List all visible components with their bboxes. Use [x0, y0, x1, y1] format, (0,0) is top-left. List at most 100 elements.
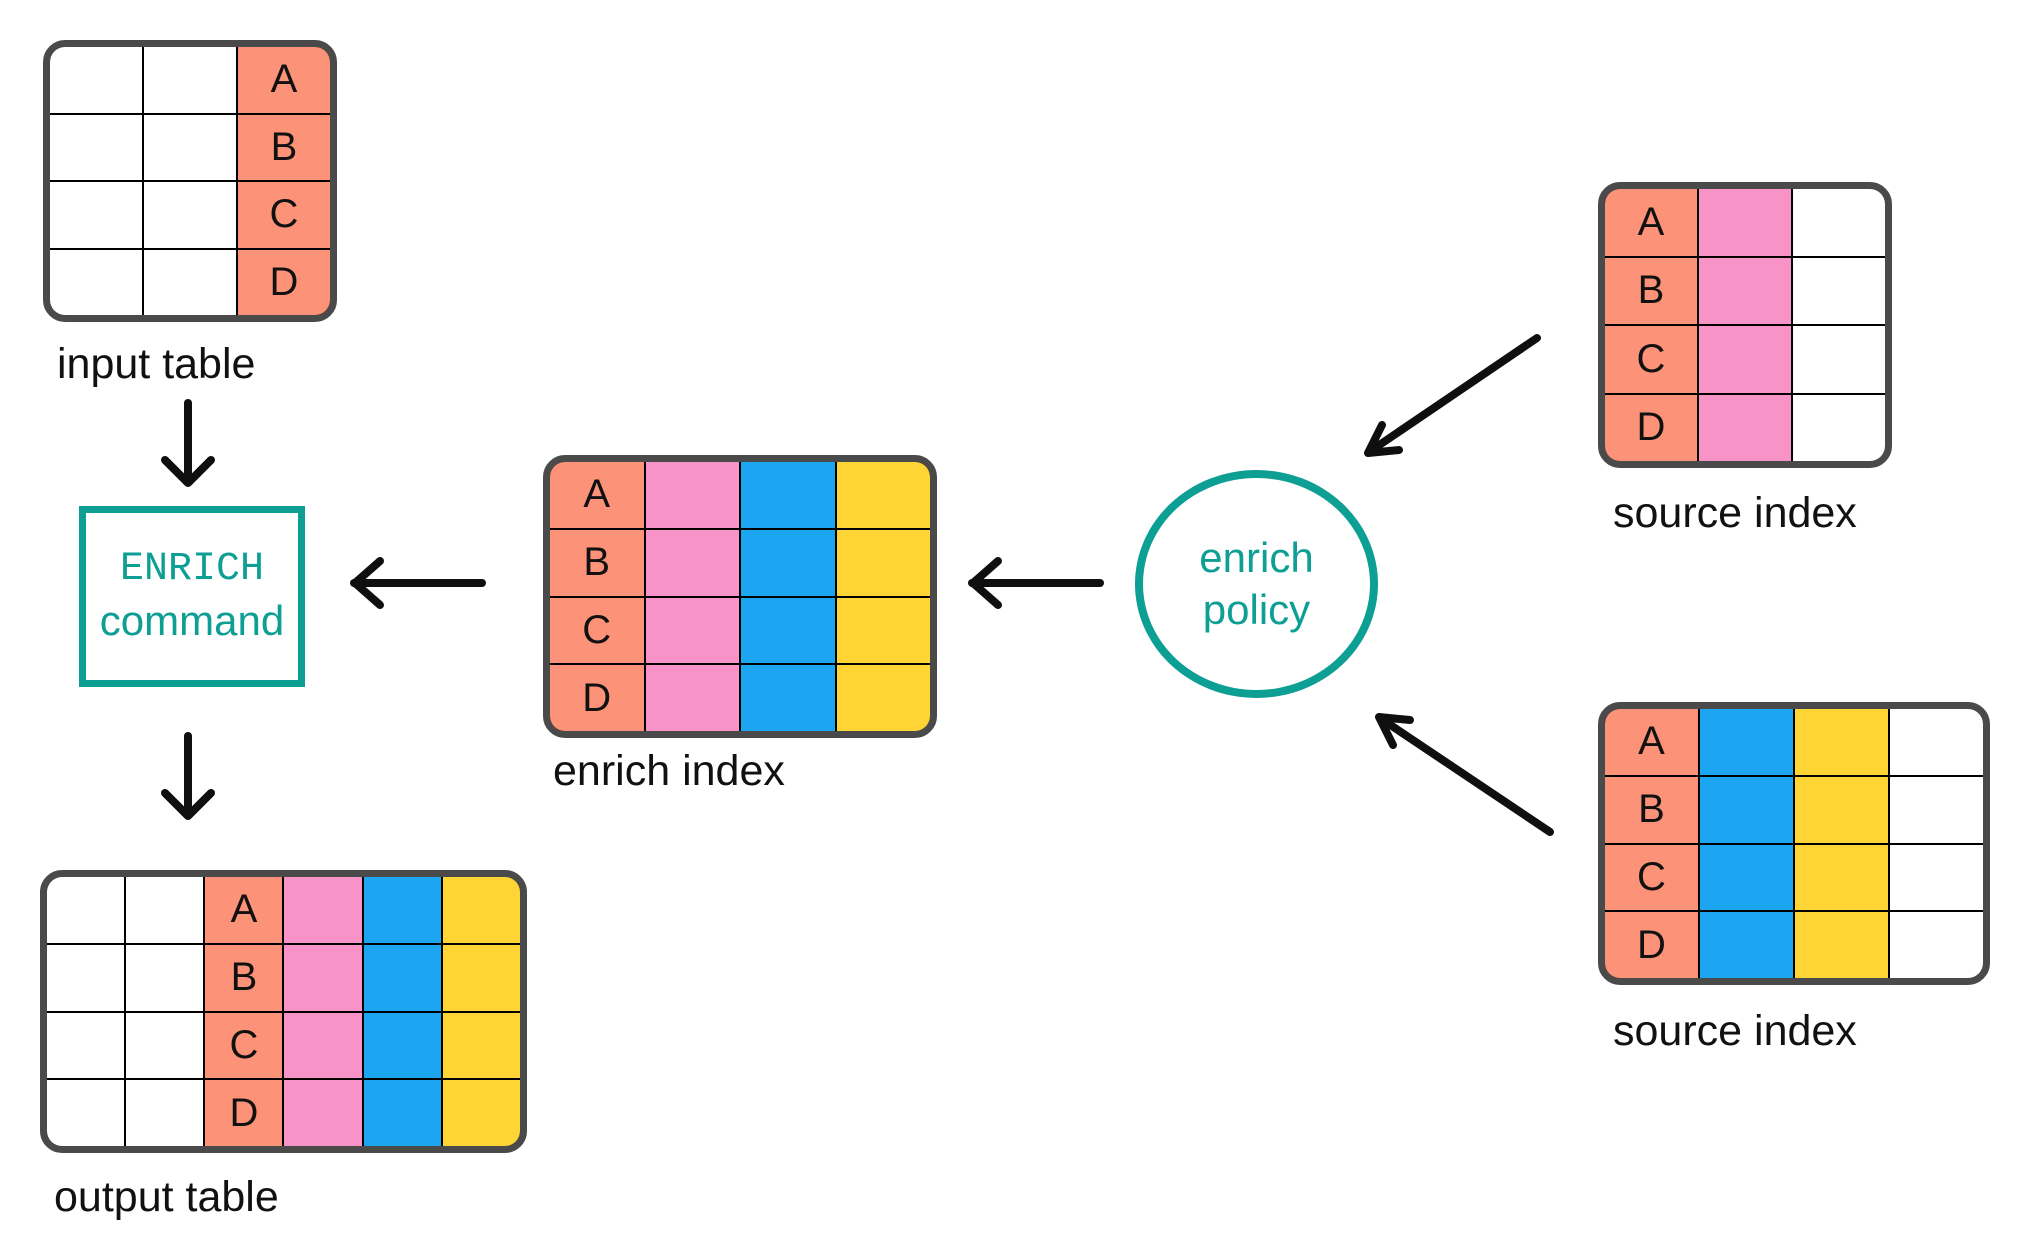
table-cell-key: B [550, 529, 644, 596]
table-cell-key: C [550, 597, 644, 664]
table-cell-key: A [1605, 709, 1698, 775]
table-cell [645, 462, 739, 528]
table-cell [47, 1080, 125, 1146]
arrow-source-top-to-policy [1364, 334, 1541, 457]
enrich-index-label: enrich index [553, 747, 785, 795]
table-cell [1699, 257, 1791, 324]
source-index-bottom-label: source index [1613, 1007, 1857, 1055]
table-cell [1890, 844, 1983, 911]
table-cell-key: A [205, 877, 283, 943]
table-cell-key: D [1605, 912, 1698, 978]
source-index-top-label: source index [1613, 489, 1857, 537]
input-table-label: input table [57, 340, 256, 388]
table-cell [50, 114, 142, 180]
table-cell-key: C [238, 182, 330, 248]
table-cell [126, 1080, 204, 1146]
table-cell [1700, 844, 1793, 911]
output-table: A B C D [40, 870, 527, 1153]
table-cell-key: B [205, 944, 283, 1011]
table-cell [1793, 257, 1885, 324]
table-cell [144, 182, 236, 248]
table-cell [1699, 326, 1791, 393]
table-cell [442, 944, 520, 1011]
table-cell-key: D [205, 1080, 283, 1146]
table-cell [442, 1080, 520, 1146]
arrow-input-to-command [161, 399, 215, 487]
table-cell [50, 249, 142, 315]
table-cell [50, 182, 142, 248]
table-cell-key: A [550, 462, 644, 528]
table-cell-key: B [1605, 776, 1698, 843]
table-cell-key: D [1605, 394, 1697, 461]
table-cell [741, 529, 835, 596]
table-cell [363, 1080, 441, 1146]
table-cell [1700, 709, 1793, 775]
table-cell [1699, 394, 1791, 461]
arrow-policy-to-enrich-index [968, 557, 1104, 609]
table-cell [1793, 189, 1885, 256]
arrow-command-to-output [161, 732, 215, 820]
table-cell-key: C [1605, 326, 1697, 393]
table-cell [1795, 844, 1888, 911]
table-cell [741, 462, 835, 528]
table-cell [50, 47, 142, 113]
arrow-enrich-index-to-command [350, 557, 486, 609]
table-cell [1793, 394, 1885, 461]
table-cell-key: C [1605, 844, 1698, 911]
table-cell [836, 529, 930, 596]
table-cell [126, 1012, 204, 1079]
table-cell-key: D [238, 249, 330, 315]
source-index-top-table: A B C D [1598, 182, 1892, 468]
table-cell [645, 597, 739, 664]
enrich-command-line1: ENRICH [119, 547, 265, 593]
table-cell [47, 1012, 125, 1079]
table-cell [1795, 776, 1888, 843]
table-cell [144, 249, 236, 315]
table-cell [836, 462, 930, 528]
table-cell [144, 114, 236, 180]
table-cell [442, 1012, 520, 1079]
table-cell [284, 1080, 362, 1146]
enrich-command-line2: command [99, 597, 285, 645]
table-cell [1795, 709, 1888, 775]
table-cell-key: D [550, 665, 644, 731]
enrich-command-box: ENRICH command [79, 506, 305, 687]
table-cell [1890, 912, 1983, 978]
source-index-bottom-table: A B C D [1598, 702, 1990, 985]
table-cell-key: B [1605, 257, 1697, 324]
table-cell [363, 944, 441, 1011]
table-cell [126, 877, 204, 943]
table-cell [836, 665, 930, 731]
table-cell [47, 944, 125, 1011]
table-cell [1795, 912, 1888, 978]
table-cell [363, 1012, 441, 1079]
table-cell [284, 1012, 362, 1079]
enrich-index-table: A B C D [543, 455, 937, 738]
table-cell [1890, 709, 1983, 775]
table-cell [741, 665, 835, 731]
table-cell-key: A [238, 47, 330, 113]
table-cell [1700, 912, 1793, 978]
table-cell [442, 877, 520, 943]
table-cell [363, 877, 441, 943]
arrow-source-bottom-to-policy [1375, 713, 1554, 836]
table-cell [1699, 189, 1791, 256]
table-cell [645, 529, 739, 596]
enrich-policy-line2: policy [1202, 586, 1311, 633]
table-cell [836, 597, 930, 664]
table-cell [126, 944, 204, 1011]
enrich-policy-line1: enrich [1199, 534, 1314, 581]
table-cell [284, 944, 362, 1011]
table-cell [144, 47, 236, 113]
table-cell [645, 665, 739, 731]
table-cell [1793, 326, 1885, 393]
table-cell [1890, 776, 1983, 843]
table-cell [47, 877, 125, 943]
output-table-label: output table [54, 1173, 279, 1221]
table-cell-key: A [1605, 189, 1697, 256]
table-cell-key: B [238, 114, 330, 180]
table-cell [1700, 776, 1793, 843]
enrich-policy-circle: enrich policy [1135, 470, 1378, 698]
table-cell [741, 597, 835, 664]
